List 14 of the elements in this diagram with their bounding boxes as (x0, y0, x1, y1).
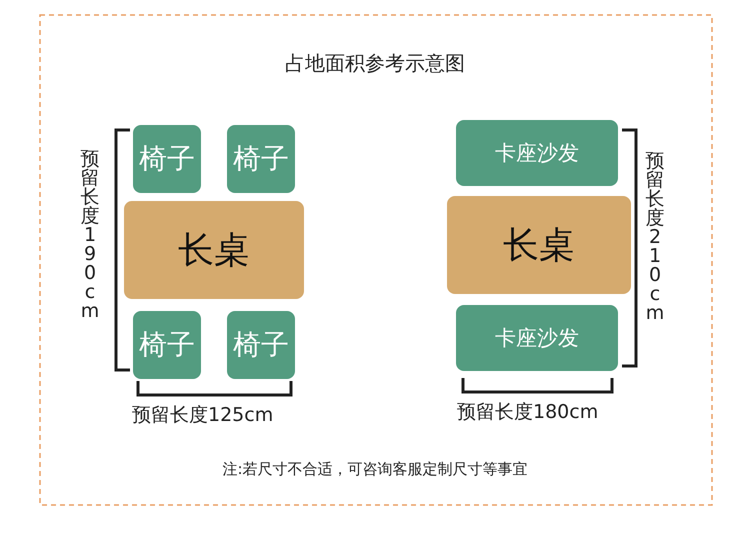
table-box: 长桌 (447, 196, 631, 294)
dimension-label: 预留长度190cm (80, 150, 100, 321)
chair-box: 椅子 (133, 311, 201, 379)
sofa-box: 卡座沙发 (456, 305, 618, 371)
title: 占地面积参考示意图 (284, 50, 466, 77)
dimension-label: 预留长度210cm (645, 152, 665, 323)
note: 注:若尺寸不合适，可咨询客服定制尺寸等事宜 (221, 460, 529, 479)
chair-box: 椅子 (227, 311, 295, 379)
sofa-box: 卡座沙发 (456, 120, 618, 186)
dimension-label: 预留长度180cm (457, 400, 598, 425)
chair-box: 椅子 (227, 125, 295, 193)
chair-box: 椅子 (133, 125, 201, 193)
table-box: 长桌 (124, 201, 304, 299)
dimension-label: 预留长度125cm (132, 403, 274, 428)
